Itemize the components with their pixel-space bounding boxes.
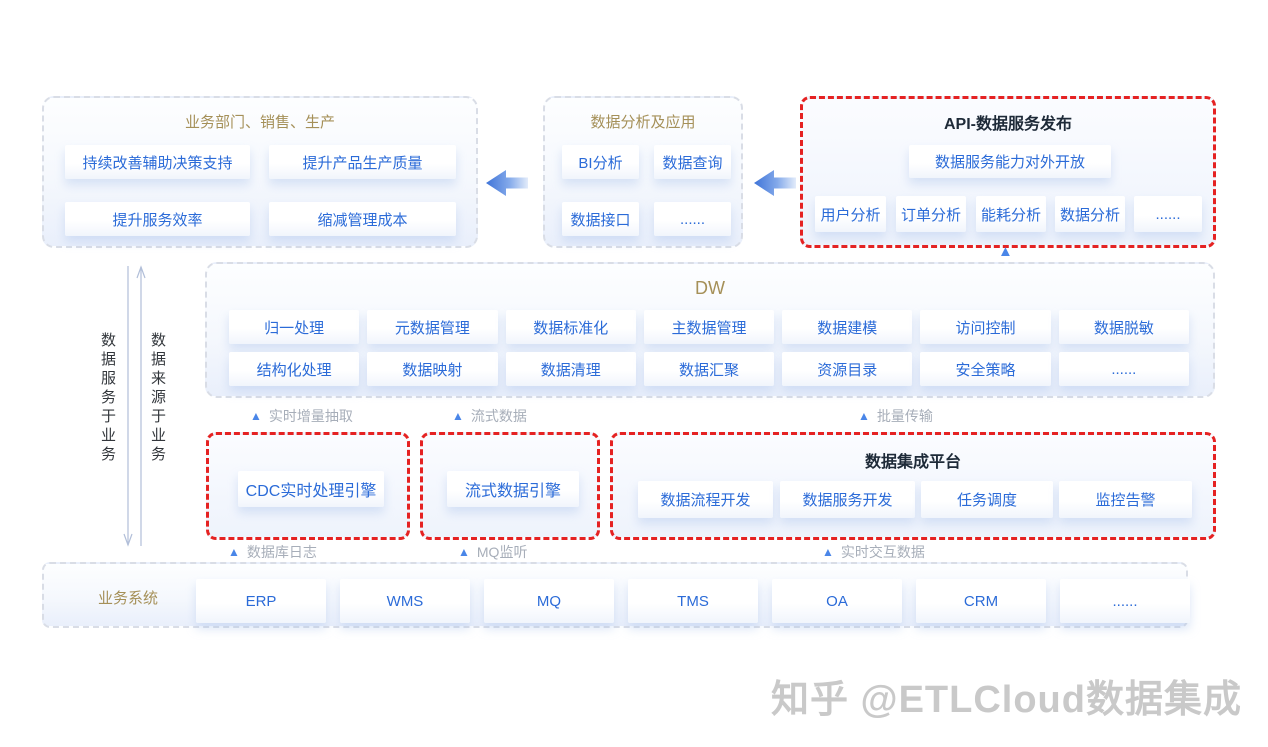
api-item: 数据分析 — [1055, 196, 1125, 232]
panel-data-integration-platform: 数据集成平台 数据流程开发 数据服务开发 任务调度 监控告警 — [610, 432, 1216, 540]
flow-label-database-log: ▲ 数据库日志 — [228, 542, 317, 562]
up-arrow-icon: ▲ — [458, 545, 470, 559]
up-arrow-icon: ▲ — [998, 243, 1013, 260]
dw-item: 数据汇聚 — [643, 352, 775, 386]
analysis-item: BI分析 — [562, 145, 639, 179]
up-arrow-icon: ▲ — [858, 409, 870, 423]
watermark: 知乎 @ETLCloud数据集成 — [770, 679, 1242, 721]
dw-item: 访问控制 — [920, 310, 1051, 344]
panel-title: 业务部门、销售、生产 — [184, 114, 335, 131]
panel-data-analysis: 数据分析及应用 BI分析 数据查询 数据接口 ...... — [543, 96, 743, 248]
cdc-engine-item: CDC实时处理引擎 — [238, 471, 384, 507]
api-item: 能耗分析 — [976, 196, 1046, 232]
flow-label-text: 实时增量抽取 — [268, 408, 353, 424]
dw-item: 元数据管理 — [367, 310, 498, 344]
dw-row-1: 归一处理 元数据管理 数据标准化 主数据管理 数据建模 访问控制 数据脱敏 — [229, 310, 1189, 344]
system-item: CRM — [916, 579, 1046, 623]
system-item: TMS — [628, 579, 758, 623]
dw-item: 数据标准化 — [505, 310, 636, 344]
api-item: 用户分析 — [815, 196, 886, 232]
stream-engine-item: 流式数据引擎 — [447, 471, 579, 507]
business-item: 持续改善辅助决策支持 — [65, 145, 250, 179]
panel-business-systems: 业务系统 ERP WMS MQ TMS OA CRM ...... — [42, 562, 1190, 628]
vertical-flow-arrows-icon — [123, 265, 146, 547]
up-arrow-icon: ▲ — [228, 545, 240, 559]
panel-title: DW — [695, 278, 725, 298]
panel-title: 业务系统 — [97, 590, 158, 607]
flow-label-text: 批量传输 — [876, 408, 933, 424]
analysis-item: 数据查询 — [654, 145, 731, 179]
integration-item: 任务调度 — [921, 481, 1053, 518]
left-arrow-icon — [486, 170, 528, 196]
flow-label-streaming-data: ▲ 流式数据 — [452, 406, 527, 426]
api-capability-item: 数据服务能力对外开放 — [909, 145, 1111, 178]
panel-cdc-engine: CDC实时处理引擎 — [206, 432, 410, 540]
flow-label-text: 实时交互数据 — [840, 544, 925, 560]
panel-dw: DW 归一处理 元数据管理 数据标准化 主数据管理 数据建模 访问控制 数据脱敏… — [205, 262, 1215, 398]
panel-business-departments: 业务部门、销售、生产 持续改善辅助决策支持 提升产品生产质量 提升服务效率 缩减… — [42, 96, 478, 248]
panel-title: 数据集成平台 — [864, 454, 961, 471]
business-item: 提升服务效率 — [65, 202, 250, 236]
dw-item: 归一处理 — [229, 310, 360, 344]
dw-row-2: 结构化处理 数据映射 数据清理 数据汇聚 资源目录 安全策略 ...... — [229, 352, 1189, 386]
dw-item: 数据建模 — [782, 310, 913, 344]
flow-label-text: 流式数据 — [470, 408, 527, 424]
up-arrow-icon: ▲ — [250, 409, 262, 423]
flow-label-batch-transfer: ▲ 批量传输 — [858, 406, 933, 426]
panel-title: API-数据服务发布 — [943, 116, 1072, 133]
business-item: 缩减管理成本 — [269, 202, 456, 236]
dw-item: 数据清理 — [505, 352, 636, 386]
side-label-data-serves-business: 数据服务于业务 — [99, 332, 116, 465]
panel-title: 数据分析及应用 — [590, 114, 696, 131]
business-item: 提升产品生产质量 — [269, 145, 456, 179]
flow-label-realtime-incremental: ▲ 实时增量抽取 — [250, 406, 353, 426]
dw-item: ...... — [1058, 352, 1189, 386]
integration-item: 监控告警 — [1059, 481, 1192, 518]
dw-item: 数据映射 — [367, 352, 498, 386]
panel-api-data-service: API-数据服务发布 数据服务能力对外开放 用户分析 订单分析 能耗分析 数据分… — [800, 96, 1216, 248]
analysis-item: 数据接口 — [562, 202, 639, 236]
dw-item: 主数据管理 — [643, 310, 775, 344]
flow-label-mq-listen: ▲ MQ监听 — [458, 542, 527, 562]
dw-item: 资源目录 — [782, 352, 913, 386]
flow-label-text: MQ监听 — [476, 544, 528, 560]
dw-item: 结构化处理 — [229, 352, 360, 386]
left-arrow-icon — [754, 170, 796, 196]
up-arrow-icon: ▲ — [822, 545, 834, 559]
flow-label-text: 数据库日志 — [246, 544, 317, 560]
system-item: ...... — [1060, 579, 1190, 623]
system-item: MQ — [484, 579, 614, 623]
up-arrow-icon: ▲ — [452, 409, 464, 423]
system-item: OA — [772, 579, 902, 623]
side-label-data-from-business: 数据来源于业务 — [149, 332, 166, 465]
flow-label-realtime-interactive: ▲ 实时交互数据 — [822, 542, 925, 562]
system-item: ERP — [196, 579, 326, 623]
system-item: WMS — [340, 579, 470, 623]
panel-stream-engine: 流式数据引擎 — [420, 432, 600, 540]
analysis-item: ...... — [654, 202, 731, 236]
dw-item: 数据脱敏 — [1058, 310, 1189, 344]
integration-item: 数据流程开发 — [638, 481, 773, 518]
integration-item: 数据服务开发 — [780, 481, 915, 518]
api-item: 订单分析 — [896, 196, 966, 232]
dw-item: 安全策略 — [920, 352, 1051, 386]
api-item: ...... — [1134, 196, 1202, 232]
